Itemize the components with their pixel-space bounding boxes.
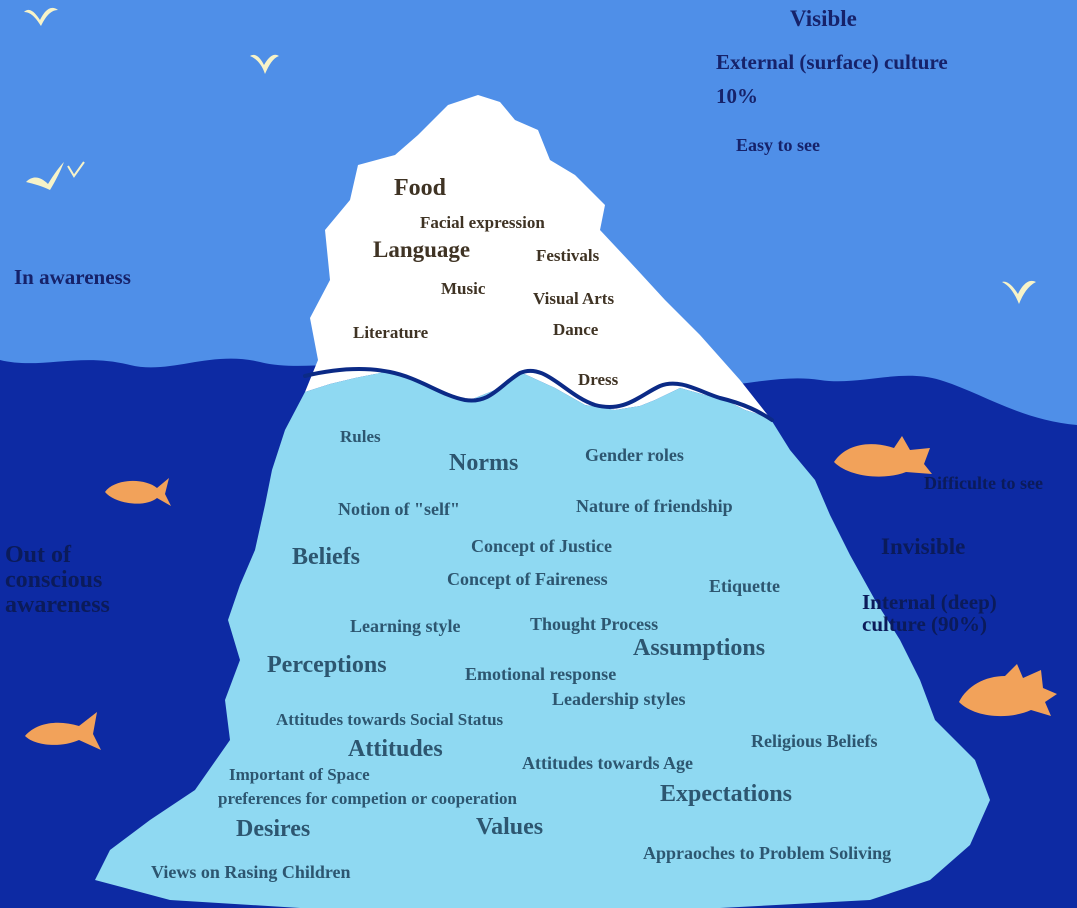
- tip-item-music: Music: [441, 279, 486, 298]
- deep-item-perceptions: Perceptions: [267, 652, 387, 678]
- deep-item-attitudes-towards-age: Attitudes towards Age: [522, 753, 693, 773]
- deep-item-concept-of-justice: Concept of Justice: [471, 536, 612, 556]
- tip-item-language: Language: [373, 237, 471, 262]
- deep-item-beliefs: Beliefs: [292, 544, 360, 570]
- deep-item-attitudes-social-status: Attitudes towards Social Status: [276, 710, 504, 729]
- tip-item-literature: Literature: [353, 323, 429, 342]
- fish-icon: [25, 712, 101, 750]
- invisible-label: Invisible: [881, 534, 966, 559]
- deep-item-leadership-styles: Leadership styles: [552, 689, 686, 709]
- iceberg-tip: [305, 95, 770, 418]
- deep-item-learning-style: Learning style: [350, 616, 461, 636]
- deep-item-expectations: Expectations: [660, 781, 792, 807]
- deep-item-concept-of-fairness: Concept of Faireness: [447, 569, 608, 589]
- tip-item-food: Food: [394, 175, 447, 201]
- bird-icon: [26, 161, 85, 190]
- tip-item-festivals: Festivals: [536, 246, 600, 265]
- deep-item-notion-of-self: Notion of "self": [338, 499, 460, 519]
- easy-to-see-label: Easy to see: [736, 135, 820, 155]
- deep-item-thought-process: Thought Process: [530, 614, 659, 634]
- waterline: [303, 367, 774, 422]
- deep-item-competition-cooperation: preferences for competion or cooperation: [218, 789, 518, 808]
- deep-item-desires: Desires: [236, 816, 311, 842]
- external-culture-label: External (surface) culture: [716, 50, 948, 74]
- deep-item-etiquette: Etiquette: [709, 576, 780, 596]
- deep-item-raising-children: Views on Rasing Children: [151, 862, 351, 882]
- deep-item-values: Values: [476, 814, 544, 840]
- fish-icon: [105, 478, 171, 506]
- deep-item-emotional-response: Emotional response: [465, 664, 617, 684]
- bird-icon: [1002, 280, 1036, 304]
- deep-item-attitudes: Attitudes: [348, 736, 443, 762]
- deep-item-nature-of-friendship: Nature of friendship: [576, 496, 733, 516]
- deep-item-importance-of-space: Important of Space: [229, 765, 370, 784]
- bird-icon: [250, 54, 279, 74]
- tip-item-facial-expression: Facial expression: [420, 213, 545, 232]
- tip-item-visual-arts: Visual Arts: [533, 289, 615, 308]
- deep-item-religious-beliefs: Religious Beliefs: [751, 731, 878, 751]
- fish-icon: [834, 436, 932, 477]
- out-of-awareness-label: Out of conscious awareness: [5, 542, 110, 619]
- bird-icon: [24, 7, 58, 27]
- tip-item-dance: Dance: [553, 320, 599, 339]
- deep-item-norms: Norms: [449, 450, 519, 476]
- deep-item-problem-solving: Appraoches to Problem Soliving: [643, 843, 892, 863]
- difficult-to-see-label: Difficulte to see: [924, 473, 1043, 493]
- deep-item-assumptions: Assumptions: [633, 635, 766, 661]
- tip-item-dress: Dress: [578, 370, 619, 389]
- deep-item-rules: Rules: [340, 427, 381, 446]
- iceberg-submerged: [95, 372, 990, 908]
- in-awareness-label: In awareness: [14, 265, 131, 289]
- surface-percent-label: 10%: [716, 84, 758, 108]
- fish-icon: [959, 664, 1057, 717]
- visible-label: Visible: [790, 6, 857, 31]
- internal-culture-label: Internal (deep) culture (90%): [862, 590, 997, 637]
- deep-item-gender-roles: Gender roles: [585, 445, 684, 465]
